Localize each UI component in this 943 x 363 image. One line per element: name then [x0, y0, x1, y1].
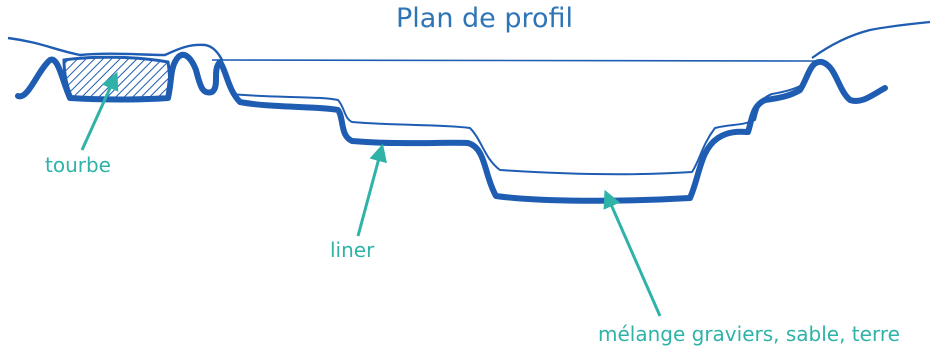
arrow-melange — [603, 189, 662, 317]
terrain-outline-left — [7, 36, 224, 61]
arrow-tourbe — [80, 71, 119, 151]
arrow-liner — [356, 143, 387, 237]
peat-block — [62, 55, 171, 101]
liner-inner-line — [231, 85, 801, 176]
water-surface-line — [211, 59, 816, 62]
liner-profile-thick — [15, 51, 888, 204]
label-melange: mélange graviers, sable, terre — [598, 322, 900, 346]
label-tourbe: tourbe — [45, 153, 111, 177]
terrain-outline-right — [811, 20, 931, 59]
diagram-title: Plan de profil — [396, 3, 574, 34]
label-liner: liner — [330, 238, 375, 262]
